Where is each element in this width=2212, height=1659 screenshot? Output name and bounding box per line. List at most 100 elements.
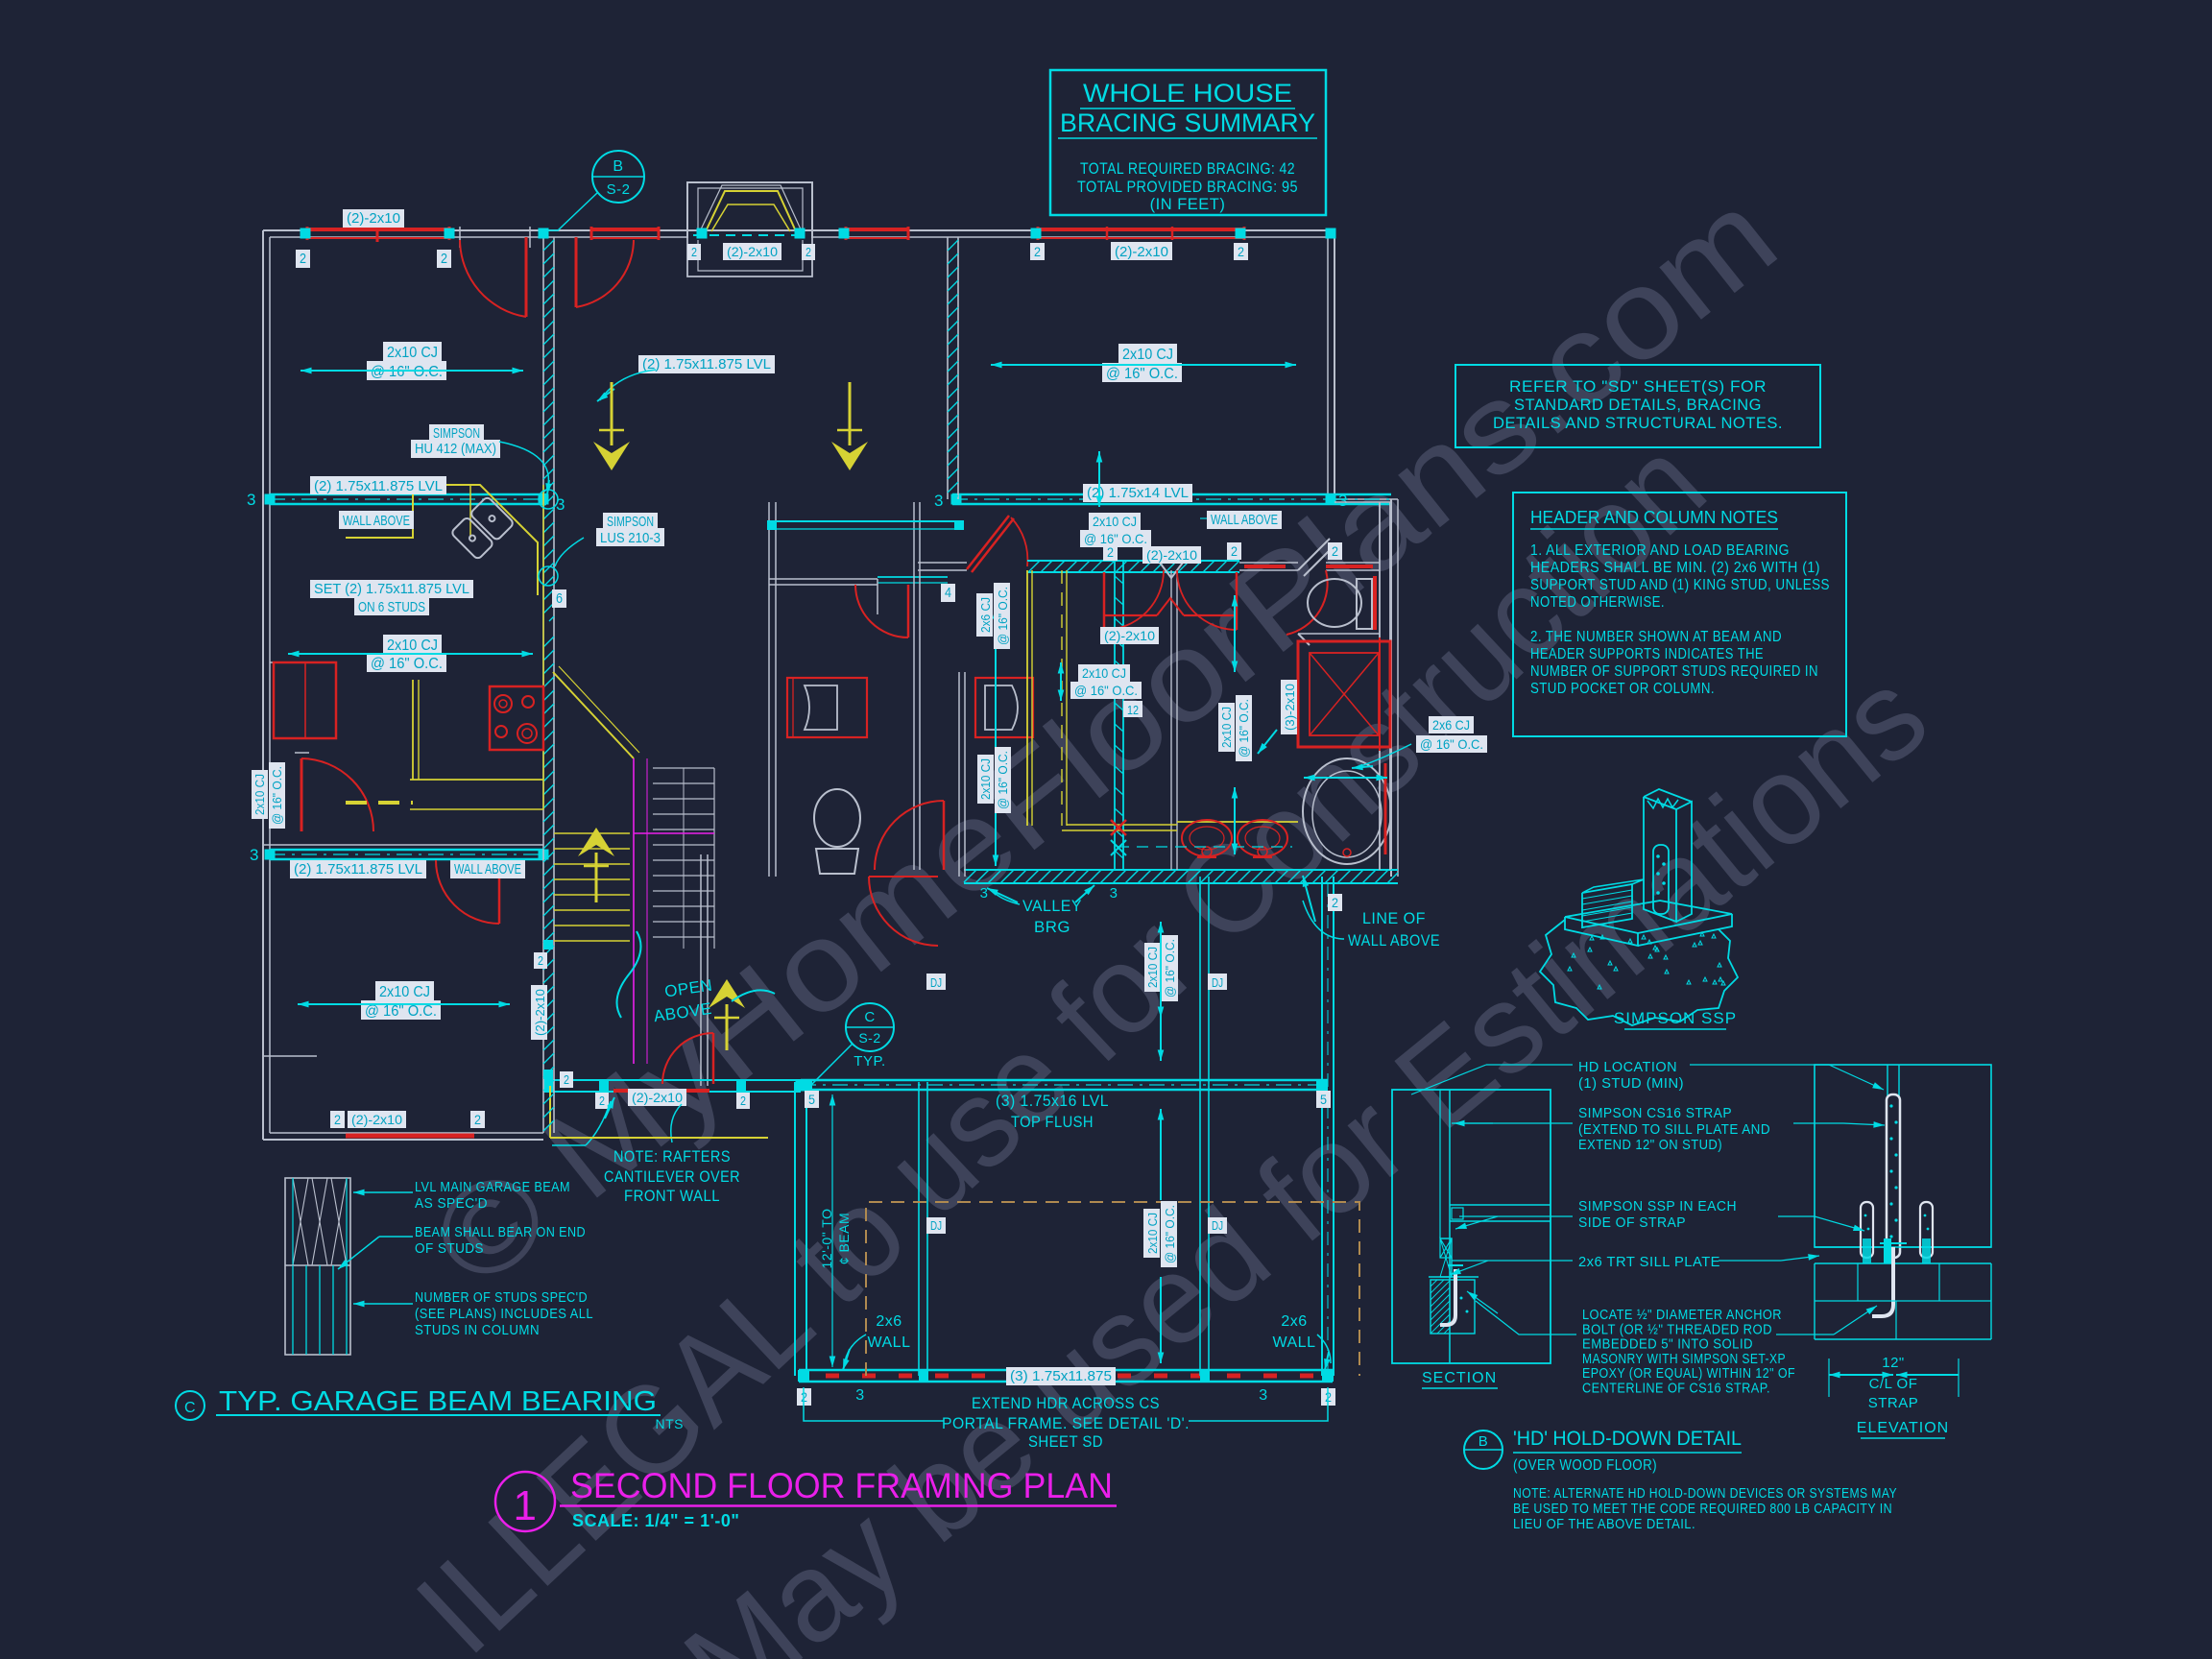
svg-text:2: 2	[564, 1072, 569, 1087]
svg-text:@ 16" O.C.: @ 16" O.C.	[1084, 531, 1147, 546]
svg-text:@ 16" O.C.: @ 16" O.C.	[365, 1003, 437, 1020]
svg-text:SIMPSON CS16 STRAP: SIMPSON CS16 STRAP	[1578, 1105, 1732, 1121]
svg-text:SIMPSON: SIMPSON	[433, 425, 480, 442]
svg-text:C: C	[864, 1009, 875, 1025]
svg-text:(2) 1.75x14 LVL: (2) 1.75x14 LVL	[1087, 485, 1189, 501]
svg-text:3: 3	[1259, 1387, 1267, 1404]
svg-text:HEADERS SHALL BE MIN. (2) 2x6: HEADERS SHALL BE MIN. (2) 2x6 WITH (1)	[1530, 560, 1820, 576]
svg-text:DETAILS AND STRUCTURAL NOTES.: DETAILS AND STRUCTURAL NOTES.	[1493, 414, 1783, 432]
svg-text:(2) 1.75x11.875 LVL: (2) 1.75x11.875 LVL	[314, 478, 443, 494]
svg-text:TYP.: TYP.	[854, 1053, 885, 1070]
svg-text:HEADER AND COLUMN NOTES: HEADER AND COLUMN NOTES	[1530, 507, 1778, 527]
svg-text:NUMBER OF SUPPORT STUDS REQUIR: NUMBER OF SUPPORT STUDS REQUIRED IN	[1530, 663, 1818, 680]
svg-text:2x10 CJ: 2x10 CJ	[252, 774, 267, 815]
svg-text:@ 16" O.C.: @ 16" O.C.	[1237, 699, 1251, 757]
svg-text:@ 16" O.C.: @ 16" O.C.	[996, 751, 1010, 809]
svg-text:NOTED OTHERWISE.: NOTED OTHERWISE.	[1530, 594, 1665, 611]
svg-text:ON 6 STUDS: ON 6 STUDS	[358, 599, 425, 615]
svg-text:NTS: NTS	[656, 1416, 685, 1431]
svg-text:EPOXY (OR EQUAL) WITHIN 12" OF: EPOXY (OR EQUAL) WITHIN 12" OF	[1582, 1366, 1795, 1382]
svg-text:CANTILEVER OVER: CANTILEVER OVER	[604, 1168, 740, 1186]
svg-text:(EXTEND TO SILL PLATE AND: (EXTEND TO SILL PLATE AND	[1578, 1121, 1770, 1138]
svg-text:2: 2	[1332, 895, 1338, 910]
svg-text:2: 2	[691, 245, 697, 259]
svg-text:(1) STUD (MIN): (1) STUD (MIN)	[1578, 1075, 1684, 1092]
svg-text:'HD' HOLD-DOWN DETAIL: 'HD' HOLD-DOWN DETAIL	[1513, 1428, 1742, 1450]
svg-text:2x6 TRT SILL PLATE: 2x6 TRT SILL PLATE	[1578, 1254, 1720, 1270]
svg-text:VALLEY: VALLEY	[1022, 897, 1082, 915]
svg-text:TYP. GARAGE BEAM BEARING: TYP. GARAGE BEAM BEARING	[219, 1386, 657, 1417]
svg-text:ELEVATION: ELEVATION	[1857, 1420, 1949, 1436]
svg-text:BRACING SUMMARY: BRACING SUMMARY	[1060, 108, 1315, 137]
svg-text:HD LOCATION: HD LOCATION	[1578, 1059, 1677, 1075]
svg-text:NOTE: RAFTERS: NOTE: RAFTERS	[613, 1148, 731, 1166]
svg-text:CENTERLINE OF CS16 STRAP.: CENTERLINE OF CS16 STRAP.	[1582, 1382, 1770, 1397]
svg-text:2x10 CJ: 2x10 CJ	[1122, 347, 1173, 363]
svg-text:EXTEND 12" ON STUD): EXTEND 12" ON STUD)	[1578, 1137, 1722, 1153]
svg-text:@ 16" O.C.: @ 16" O.C.	[371, 656, 443, 672]
svg-text:2x10 CJ: 2x10 CJ	[387, 637, 438, 654]
svg-text:DJ: DJ	[1212, 1218, 1223, 1233]
svg-text:SIDE OF STRAP: SIDE OF STRAP	[1578, 1214, 1686, 1231]
svg-text:AS SPEC'D: AS SPEC'D	[415, 1195, 488, 1212]
svg-text:SET (2) 1.75x11.875 LVL: SET (2) 1.75x11.875 LVL	[314, 581, 469, 597]
svg-text:(2)-2x10: (2)-2x10	[727, 244, 778, 259]
svg-text:2x10 CJ: 2x10 CJ	[1145, 947, 1160, 988]
svg-text:(3) 1.75x16 LVL: (3) 1.75x16 LVL	[996, 1092, 1109, 1110]
svg-text:WALL ABOVE: WALL ABOVE	[1211, 512, 1278, 528]
svg-text:(2)-2x10: (2)-2x10	[1115, 244, 1168, 260]
svg-text:DJ: DJ	[930, 975, 942, 990]
svg-text:(2)-2x10: (2)-2x10	[1104, 628, 1155, 643]
svg-text:TOTAL REQUIRED BRACING: 42: TOTAL REQUIRED BRACING: 42	[1080, 160, 1295, 178]
svg-text:(2)-2x10: (2)-2x10	[533, 989, 547, 1036]
svg-text:B: B	[613, 158, 623, 175]
svg-text:3: 3	[250, 846, 259, 864]
svg-text:2x10 CJ: 2x10 CJ	[379, 984, 430, 1000]
svg-text:2x10 CJ: 2x10 CJ	[387, 345, 438, 361]
svg-text:3: 3	[556, 495, 565, 514]
svg-text:@ 16" O.C.: @ 16" O.C.	[1106, 366, 1178, 382]
svg-text:BOLT (OR ½" THREADED ROD: BOLT (OR ½" THREADED ROD	[1582, 1322, 1772, 1337]
svg-text:WALL ABOVE: WALL ABOVE	[343, 513, 410, 529]
svg-text:(SEE PLANS) INCLUDES ALL: (SEE PLANS) INCLUDES ALL	[415, 1306, 593, 1322]
svg-text:2: 2	[1238, 244, 1244, 259]
svg-text:TOTAL PROVIDED BRACING: 95: TOTAL PROVIDED BRACING: 95	[1077, 179, 1298, 196]
svg-text:2x10 CJ: 2x10 CJ	[1219, 707, 1234, 748]
svg-text:LINE OF: LINE OF	[1362, 910, 1426, 927]
svg-text:SIMPSON: SIMPSON	[607, 514, 654, 530]
svg-text:(IN FEET): (IN FEET)	[1150, 196, 1226, 213]
svg-text:(2)-2x10: (2)-2x10	[351, 1112, 402, 1127]
svg-text:S-2: S-2	[607, 181, 631, 198]
svg-text:5: 5	[808, 1092, 815, 1107]
svg-text:C/L OF: C/L OF	[1869, 1376, 1918, 1392]
svg-text:2x10 CJ: 2x10 CJ	[1145, 1213, 1160, 1254]
svg-text:EXTEND HDR ACROSS CS: EXTEND HDR ACROSS CS	[972, 1395, 1160, 1412]
svg-text:LOCATE ½" DIAMETER ANCHOR: LOCATE ½" DIAMETER ANCHOR	[1582, 1308, 1782, 1323]
svg-text:FRONT WALL: FRONT WALL	[624, 1188, 720, 1205]
svg-text:3: 3	[1338, 492, 1348, 510]
svg-text:SUPPORT STUD AND (1) KING STUD: SUPPORT STUD AND (1) KING STUD, UNLESS	[1530, 577, 1830, 593]
svg-text:12'-0" TO: 12'-0" TO	[819, 1209, 834, 1269]
svg-text:LIEU OF THE ABOVE DETAIL.: LIEU OF THE ABOVE DETAIL.	[1513, 1516, 1695, 1532]
svg-text:LUS 210-3: LUS 210-3	[600, 530, 661, 546]
svg-text:3: 3	[1110, 885, 1118, 902]
svg-text:WALL ABOVE: WALL ABOVE	[1348, 932, 1440, 950]
svg-text:12: 12	[1127, 703, 1139, 717]
svg-text:B: B	[1479, 1433, 1489, 1450]
svg-text:SCALE: 1/4" = 1'-0": SCALE: 1/4" = 1'-0"	[572, 1511, 739, 1530]
svg-text:2x6: 2x6	[876, 1313, 902, 1330]
svg-text:SHEET SD: SHEET SD	[1028, 1433, 1103, 1451]
svg-text:SECTION: SECTION	[1422, 1370, 1497, 1386]
svg-text:2: 2	[1231, 543, 1238, 559]
svg-text:STRAP: STRAP	[1868, 1395, 1919, 1411]
svg-text:2x10 CJ: 2x10 CJ	[978, 758, 993, 800]
svg-text:(2) 1.75x11.875 LVL: (2) 1.75x11.875 LVL	[294, 861, 422, 878]
svg-text:2: 2	[805, 245, 811, 259]
svg-text:STANDARD DETAILS, BRACING: STANDARD DETAILS, BRACING	[1514, 396, 1762, 414]
svg-text:WALL ABOVE: WALL ABOVE	[454, 861, 521, 878]
svg-text:TOP FLUSH: TOP FLUSH	[1011, 1113, 1094, 1131]
svg-text:@ 16" O.C.: @ 16" O.C.	[1420, 736, 1483, 752]
svg-text:LVL MAIN GARAGE BEAM: LVL MAIN GARAGE BEAM	[415, 1179, 570, 1195]
svg-text:DJ: DJ	[930, 1218, 942, 1233]
svg-text:OF STUDS: OF STUDS	[415, 1240, 484, 1257]
